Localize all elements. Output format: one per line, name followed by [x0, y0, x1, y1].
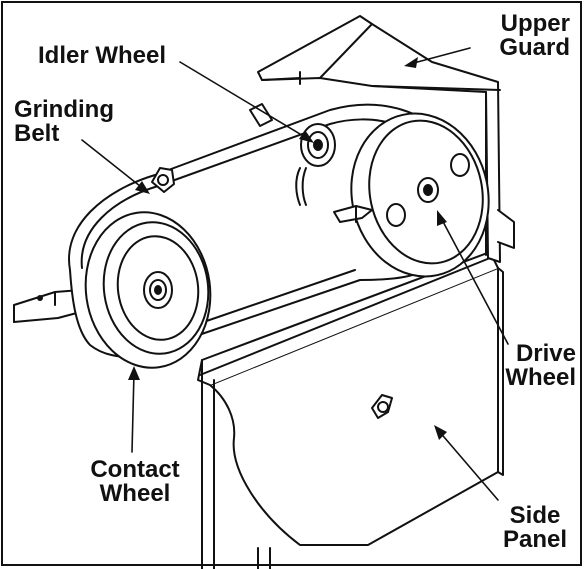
drive-wheel-shape [333, 112, 490, 278]
grinding-belt-label: Grinding Belt [14, 98, 114, 146]
upper-guard-label: Upper Guard [482, 12, 570, 60]
idler-wheel-leader [179, 61, 311, 141]
grinding-belt-label-line1: Grinding [14, 96, 114, 123]
upper-guard-label-line1: Upper [500, 10, 570, 37]
idler-wheel-label: Idler Wheel [38, 44, 166, 68]
contact-wheel-shape [84, 211, 212, 369]
upper-guard-label-line2: Guard [499, 34, 570, 61]
grinding-belt-arrowhead [135, 181, 150, 194]
drive-wheel-label: Drive Wheel [490, 342, 576, 390]
leader-lines [81, 47, 509, 501]
idler-wheel-shape [249, 103, 336, 206]
contact-wheel-label-line2: Wheel [99, 480, 171, 507]
contact-wheel-arrowhead [128, 366, 140, 380]
upper-guard-shape [257, 15, 501, 263]
upper-guard-arrowhead [404, 57, 418, 68]
upper-guard-leader [409, 47, 471, 65]
grinding-belt-leader [81, 139, 146, 191]
side-panel-leader [437, 429, 499, 501]
drive-wheel-label-line2: Wheel [505, 364, 576, 391]
drive-wheel-label-line1: Drive [515, 340, 576, 367]
side-panel-label-line1: Side [509, 502, 561, 529]
idler-wheel-arrowhead [299, 130, 314, 143]
grinding-belt-label-line2: Belt [14, 120, 60, 147]
tension-knob-shape [151, 167, 175, 193]
drive-wheel-arrowhead [437, 210, 447, 226]
contact-wheel-label: Contact Wheel [82, 458, 188, 506]
contact-wheel-label-line1: Contact [90, 456, 180, 483]
drive-wheel-leader [439, 215, 509, 345]
side-panel-label-line2: Panel [502, 526, 568, 553]
contact-wheel-leader [131, 371, 135, 453]
side-panel-label: Side Panel [492, 504, 578, 552]
drive-housing-edge [497, 209, 515, 249]
idler-wheel-label-line1: Idler Wheel [38, 42, 167, 69]
side-panel-arrowhead [434, 425, 447, 440]
side-panel-shape [197, 251, 504, 569]
